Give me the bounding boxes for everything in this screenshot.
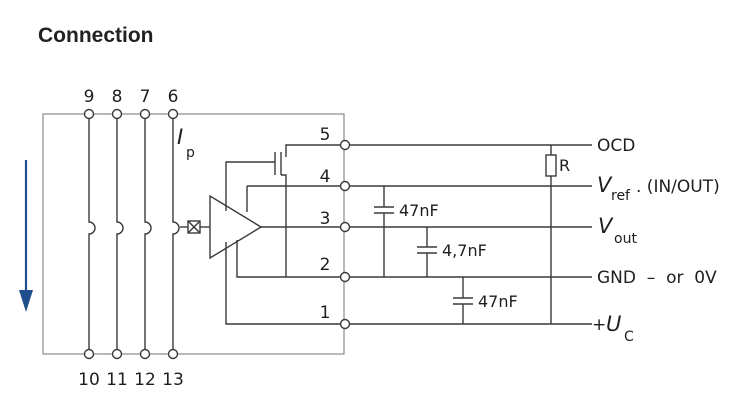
signal-vout-label: V: [598, 214, 614, 238]
pin-label-1: 1: [320, 303, 331, 323]
cap3-label: 47nF: [478, 292, 518, 311]
signal-ocd-label: OCD: [597, 136, 635, 156]
signal-vref-subscript: ref: [611, 188, 631, 204]
cap2-label: 4,7nF: [442, 241, 487, 260]
signal-uc-subscript: C: [624, 329, 634, 345]
resistor-label: R: [559, 156, 570, 175]
pin-label-6: 6: [168, 87, 179, 107]
page-title: Connection: [38, 24, 154, 47]
pin-label-10: 10: [78, 370, 100, 390]
signal-uc-label: U: [606, 312, 621, 336]
pin-label-8: 8: [112, 87, 123, 107]
capacitor-47nf-ref: [374, 186, 394, 277]
capacitor-4-7nf-out: [417, 227, 437, 277]
current-direction-arrow: [19, 160, 33, 312]
primary-current-label: I: [177, 125, 183, 149]
signal-vref-label: V: [597, 173, 613, 197]
pin-label-9: 9: [84, 87, 95, 107]
pin-label-5: 5: [320, 125, 331, 145]
pin-label-11: 11: [106, 370, 128, 390]
junction-nodes: [83, 108, 351, 360]
capacitor-47nf-supply: [453, 277, 473, 324]
external-wiring: [345, 144, 592, 325]
primary-conductors: [88, 114, 180, 354]
sensor-housing-frame: [42, 113, 345, 355]
signal-vref-suffix: . (IN/OUT): [636, 177, 720, 197]
signal-uc-prefix: +: [592, 315, 606, 335]
pin-label-2: 2: [320, 255, 331, 275]
pin-label-3: 3: [320, 209, 331, 229]
pin-label-7: 7: [140, 87, 151, 107]
pin-label-13: 13: [162, 370, 184, 390]
signal-gnd-label: GND – or 0V: [597, 268, 717, 288]
hall-element: [180, 220, 210, 234]
cap1-label: 47nF: [399, 201, 439, 220]
amplifier-symbol: [209, 194, 263, 260]
internal-wiring: [225, 144, 345, 325]
primary-current-subscript: p: [186, 145, 195, 161]
signal-vout-subscript: out: [614, 231, 637, 247]
pin-label-4: 4: [320, 167, 331, 187]
resistor-r: [545, 154, 557, 177]
pin-label-12: 12: [134, 370, 156, 390]
